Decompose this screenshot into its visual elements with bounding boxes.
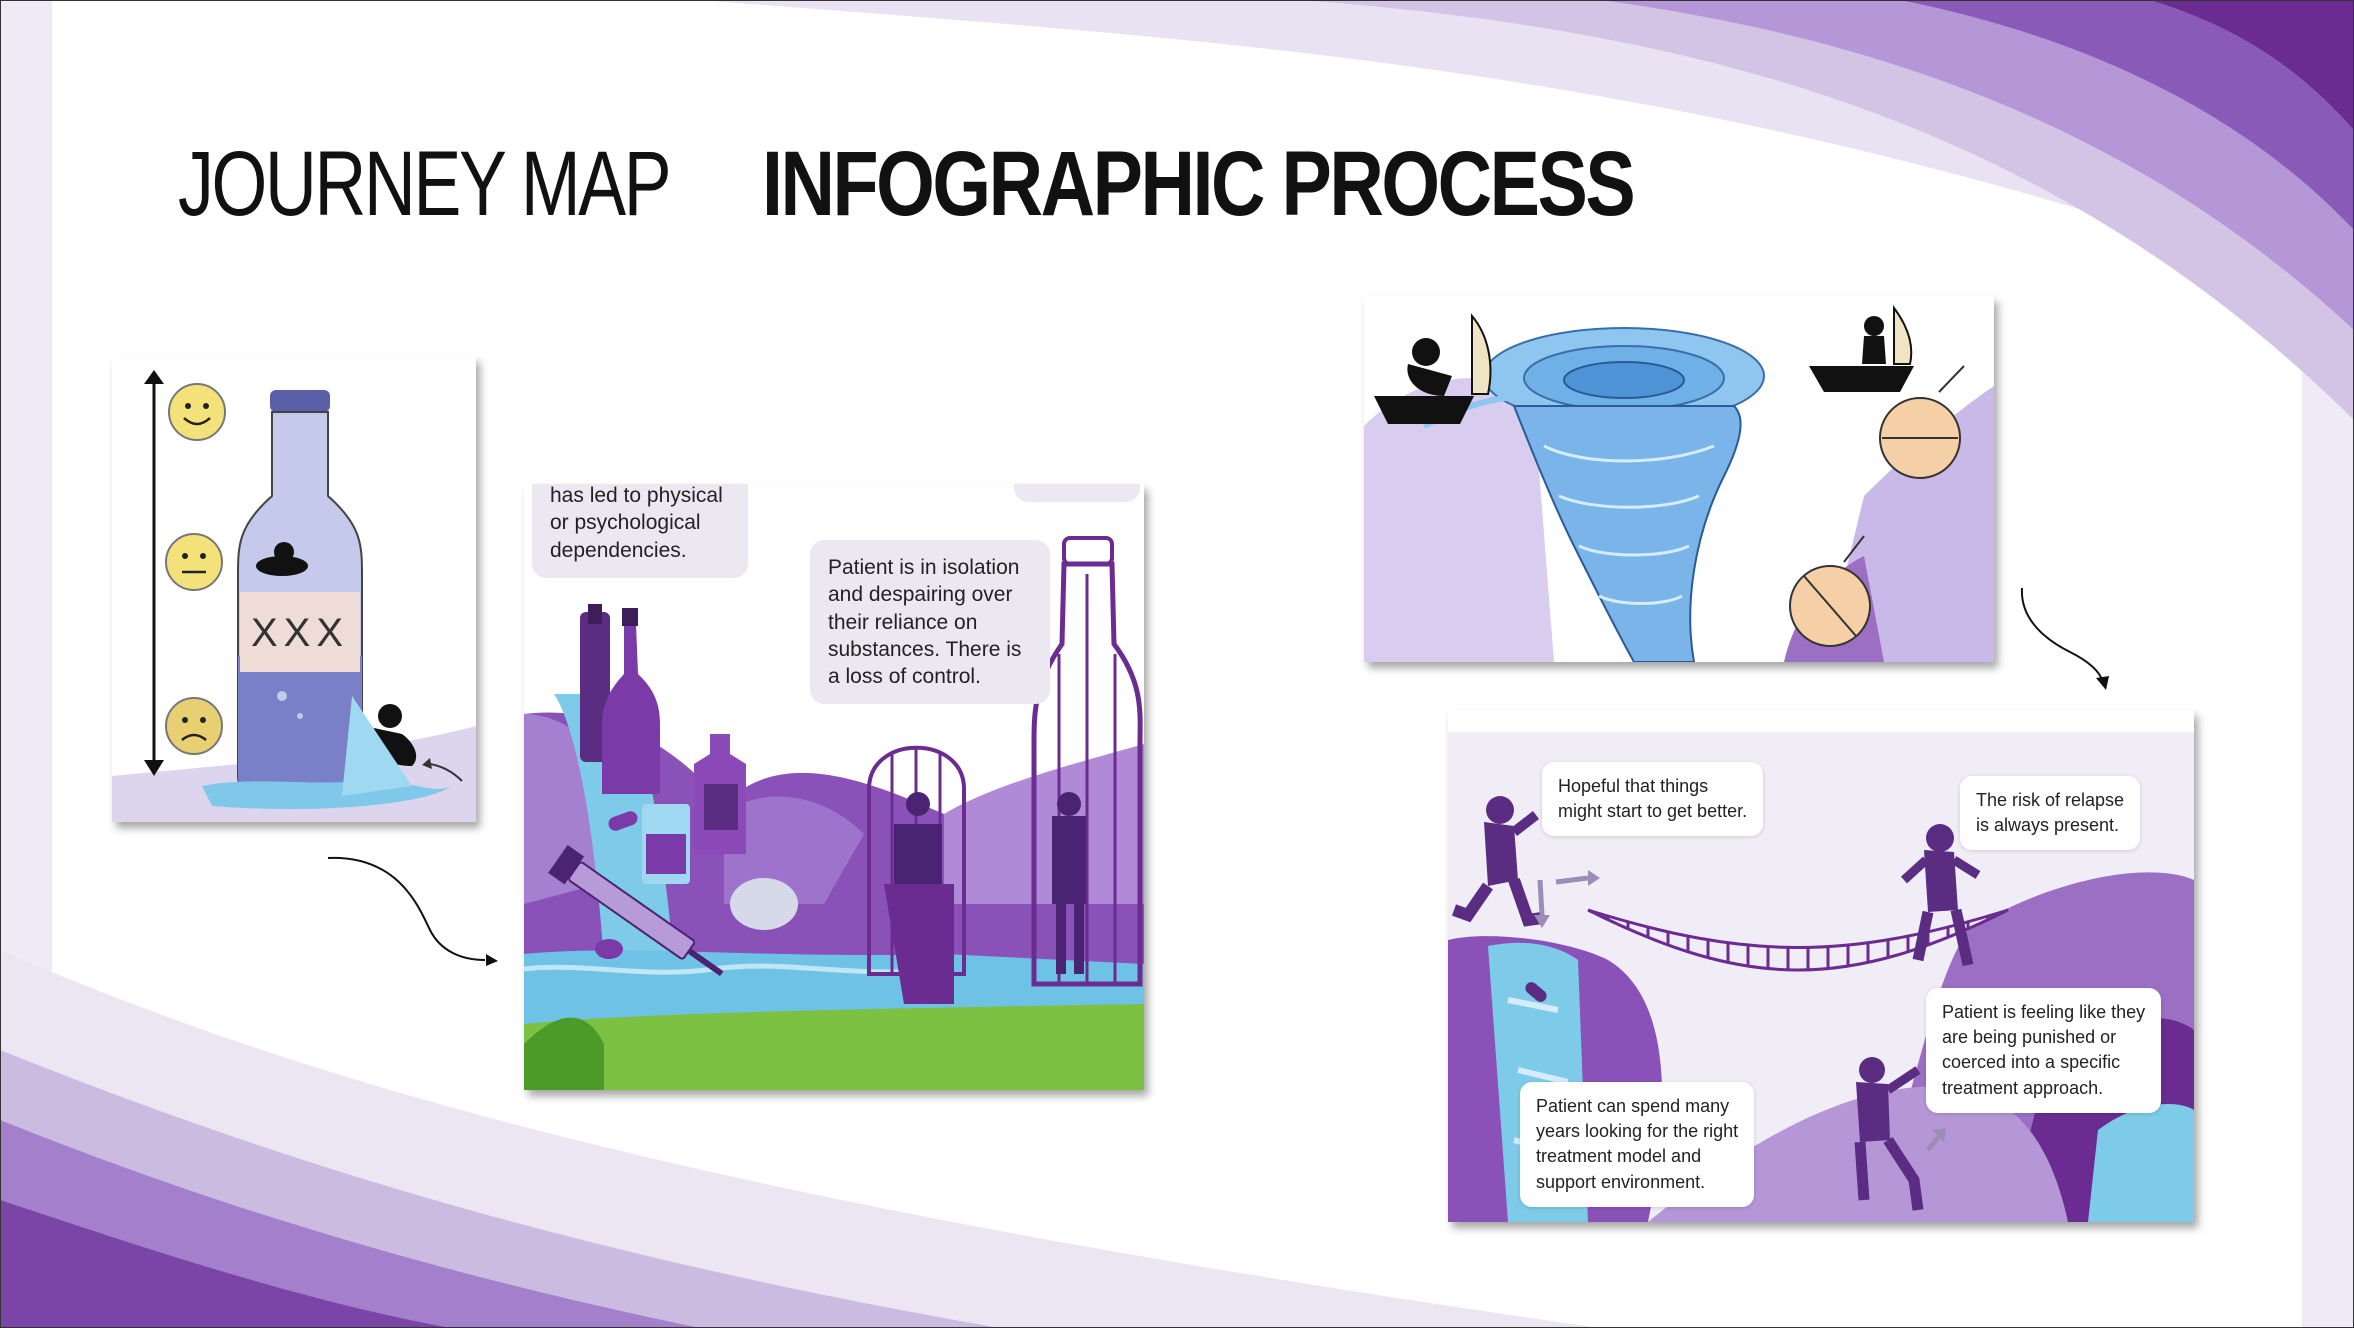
caption-hopeful: Hopeful that things might start to get b… [1542,762,1764,837]
caption-relapse: The risk of relapse is always present. [1960,776,2141,851]
title-light: JOURNEY MAP [178,133,672,235]
curved-arrow-1 [327,856,498,966]
neutral-face-icon [165,533,223,591]
panel-isolation: has led to physical or psychological dep… [524,484,1144,1090]
page-title: JOURNEY MAP INFOGRAPHIC PROCESS [178,133,1636,235]
title-bold: INFOGRAPHIC PROCESS [762,133,1636,235]
person-icon [1451,796,1981,1211]
caption-punished: Patient is feeling like they are being p… [1926,988,2162,1113]
pill-icon [1789,365,1965,647]
panel-bridge: Hopeful that things might start to get b… [1448,710,2194,1222]
caption-isolation: Patient is in isolation and despairing o… [810,540,1050,705]
whirlpool-icon [1422,327,1765,662]
syringe-icon [548,845,724,977]
liquor-bottle-icon [580,604,746,884]
curved-arrow-2 [2020,587,2109,690]
panel-bottle: XXX [112,356,476,822]
panel-whirlpool [1364,296,1994,662]
happy-face-icon [168,383,226,441]
rope-bridge-icon [1587,908,2009,972]
caption-years: Patient can spend many years looking for… [1520,1082,1755,1207]
cage-icon [867,745,966,1004]
bottle-label: XXX [251,611,349,655]
caption-dependencies: has led to physical or psychological dep… [532,484,748,578]
pill-icon [595,811,798,959]
sad-face-icon [165,697,223,755]
caption-fragment [1014,484,1140,502]
bottle-icon: XXX [237,390,363,797]
boat-icon [1374,304,1914,424]
